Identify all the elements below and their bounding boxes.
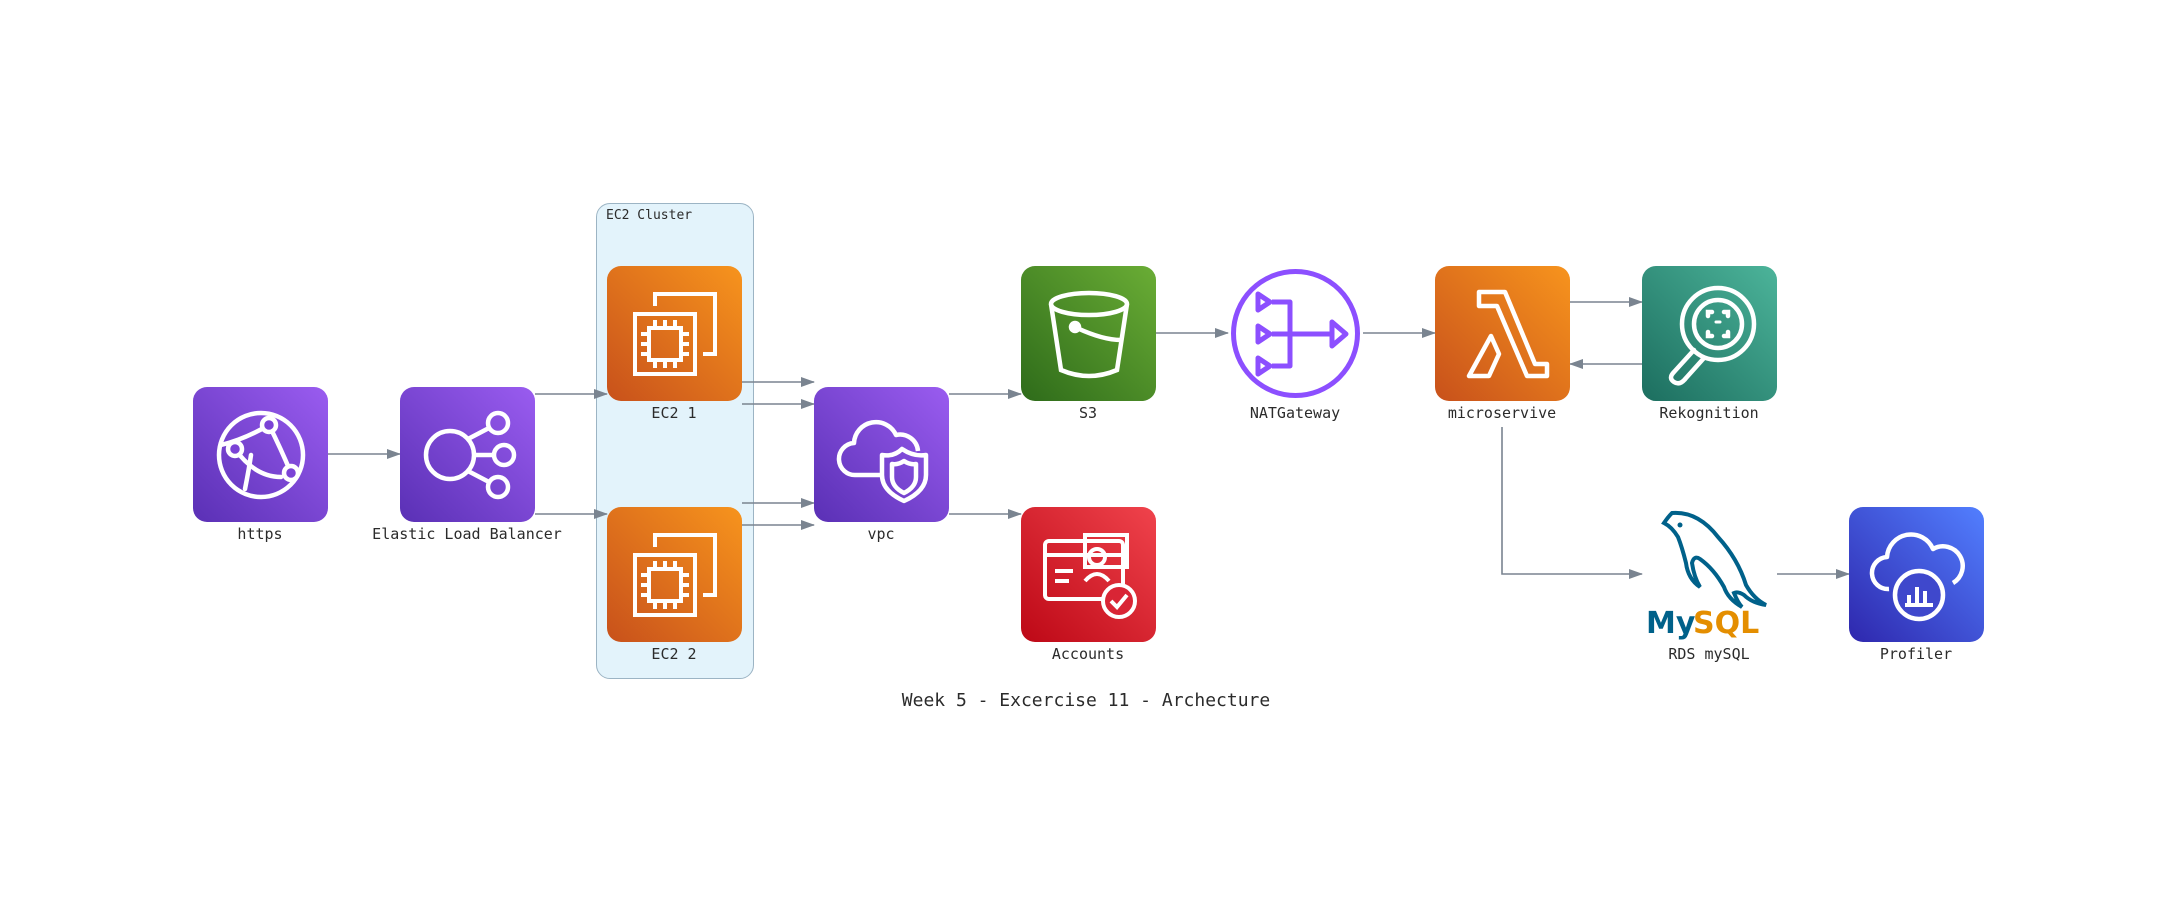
accounts-node-icon[interactable] xyxy=(1021,507,1156,642)
mysql-logo-icon: My SQL xyxy=(1646,510,1767,641)
rds-node-icon[interactable]: My SQL xyxy=(1642,507,1777,642)
https-label: https xyxy=(237,525,283,543)
id-card-icon xyxy=(1042,532,1137,619)
svg-text:SQL: SQL xyxy=(1693,606,1759,641)
vpc-label: vpc xyxy=(867,525,895,543)
natgateway-label: NATGateway xyxy=(1249,404,1341,422)
rds-label: RDS mySQL xyxy=(1668,645,1750,663)
globe-icon xyxy=(216,410,305,499)
diagram-title: Week 5 - Excercise 11 - Archecture xyxy=(901,690,1271,711)
ec2-1-node-icon[interactable] xyxy=(607,266,742,401)
profiler-label: Profiler xyxy=(1879,645,1953,663)
microservive-node-icon[interactable] xyxy=(1435,266,1570,401)
vpc-node-icon[interactable] xyxy=(814,387,949,522)
ec2-2-node-icon[interactable] xyxy=(607,507,742,642)
s3-node-icon[interactable] xyxy=(1021,266,1156,401)
ec2-cluster-label: EC2 Cluster xyxy=(606,208,693,223)
cloud-shield-icon xyxy=(836,419,928,503)
ec2-1-label: EC2 1 xyxy=(651,404,697,422)
s3-label: S3 xyxy=(1078,404,1098,422)
ec2-chip-icon xyxy=(632,291,717,376)
magnifier-face-icon xyxy=(1668,285,1756,386)
rekognition-node-icon[interactable] xyxy=(1642,266,1777,401)
cloud-chart-icon xyxy=(1869,531,1965,621)
rekognition-label: Rekognition xyxy=(1659,404,1759,422)
load-balancer-icon xyxy=(423,410,516,499)
bucket-icon xyxy=(1048,290,1129,378)
accounts-label: Accounts xyxy=(1051,645,1125,663)
microservive-label: microservive xyxy=(1447,404,1557,422)
lambda-icon xyxy=(1466,289,1549,378)
elb-node-icon[interactable] xyxy=(400,387,535,522)
elb-label: Elastic Load Balancer xyxy=(372,525,562,543)
natgateway-node-icon[interactable] xyxy=(1228,266,1363,401)
edge-microservive-to-rds xyxy=(1501,427,1643,579)
nat-gateway-icon xyxy=(1231,269,1360,398)
ec2-chip-icon xyxy=(632,532,717,617)
profiler-node-icon[interactable] xyxy=(1849,507,1984,642)
https-node-icon[interactable] xyxy=(193,387,328,522)
ec2-2-label: EC2 2 xyxy=(651,645,697,663)
svg-text:My: My xyxy=(1646,606,1696,641)
